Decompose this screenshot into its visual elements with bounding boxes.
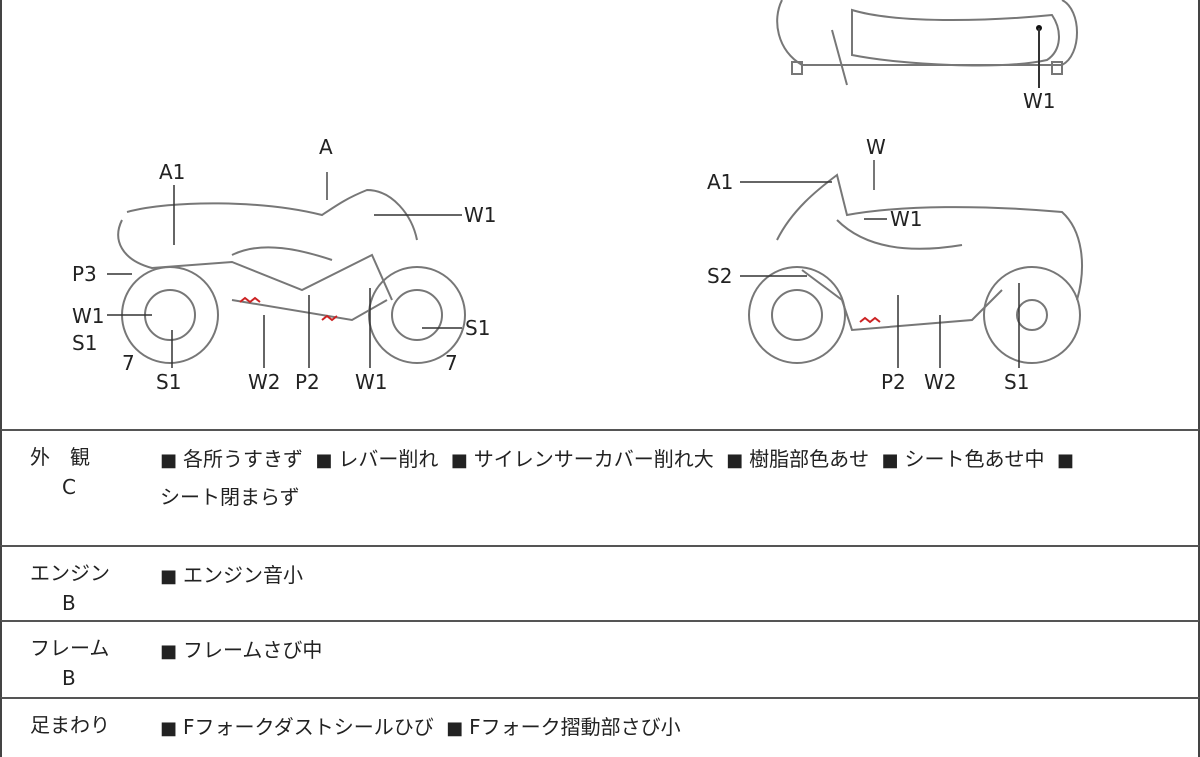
condition-item: エンジン音小 <box>183 563 304 587</box>
callout-label: W1 <box>355 370 388 394</box>
scooter-drawings <box>107 0 1083 368</box>
category-label: 足まわり <box>30 713 110 737</box>
scooter-right-view <box>740 160 1083 368</box>
condition-item: シート色あせ中 <box>904 447 1045 471</box>
grade-label: C <box>62 475 76 499</box>
condition-item: 樹脂部色あせ <box>749 447 870 471</box>
callout-label: S1 <box>1004 370 1030 394</box>
callout-label: S1 <box>156 370 182 394</box>
callout-label: 7 <box>122 351 135 375</box>
category-label: 外 観 <box>30 445 90 469</box>
callout-label: W1 <box>464 203 497 227</box>
grade-label: B <box>62 591 76 615</box>
callout-label: P3 <box>72 262 97 286</box>
callout-label: 7 <box>445 351 458 375</box>
condition-item: 各所うすきず <box>183 447 304 471</box>
condition-items: ■各所うすきず ■レバー削れ ■サイレンサーカバー削れ大 ■樹脂部色あせ ■シー… <box>160 447 1074 509</box>
grade-label: B <box>62 666 76 690</box>
table-row-engine: エンジン B ■エンジン音小 <box>0 545 1200 620</box>
condition-item: シート閉まらず <box>160 485 300 509</box>
condition-item: Fフォーク摺動部さび小 <box>469 715 681 739</box>
category-label: フレーム <box>30 636 110 660</box>
condition-items: ■フレームさび中 <box>160 638 323 662</box>
callout-label: P2 <box>295 370 320 394</box>
condition-item: Fフォークダストシールひび <box>183 715 434 739</box>
scooter-left-view <box>107 172 466 368</box>
callout-label: A1 <box>159 160 186 184</box>
table-row-exterior: 外 観 C ■各所うすきず ■レバー削れ ■サイレンサーカバー削れ大 ■樹脂部色… <box>0 429 1200 545</box>
callout-label: A1 <box>707 170 734 194</box>
scooter-top-view <box>776 0 1078 88</box>
condition-items: ■エンジン音小 <box>160 563 304 587</box>
callout-label: W1 <box>890 207 923 231</box>
condition-items: ■Fフォークダストシールひび ■Fフォーク摺動部さび小 <box>160 715 681 739</box>
callout-label: A <box>319 135 333 159</box>
callout-label: W2 <box>924 370 957 394</box>
condition-item: レバー削れ <box>338 447 439 471</box>
callout-label: W1 <box>1023 89 1056 113</box>
table-row-suspension: 足まわり ■Fフォークダストシールひび ■Fフォーク摺動部さび小 <box>0 697 1200 757</box>
callout-label: S2 <box>707 264 733 288</box>
category-label: エンジン <box>30 561 110 585</box>
inspection-diagram: W1 A A1 W1 P3 W1 S1 7 S1 W2 P2 W1 7 S1 W… <box>0 0 1200 430</box>
callout-label: P2 <box>881 370 906 394</box>
callout-label: W2 <box>248 370 281 394</box>
table-row-frame: フレーム B ■フレームさび中 <box>0 620 1200 697</box>
condition-item: サイレンサーカバー削れ大 <box>473 447 714 471</box>
condition-item: フレームさび中 <box>183 638 323 662</box>
callout-label: S1 <box>465 316 491 340</box>
callout-label: W1 <box>72 304 105 328</box>
callout-label: W <box>866 135 886 159</box>
callout-label: S1 <box>72 331 98 355</box>
